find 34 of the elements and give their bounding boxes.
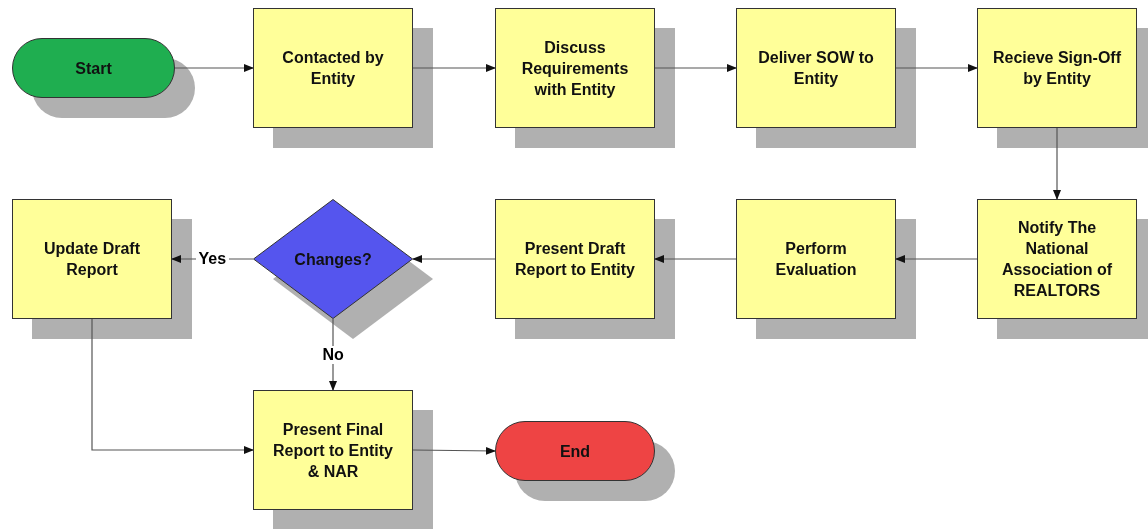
arrow: [412, 64, 496, 72]
node-label: Contacted by Entity: [281, 48, 385, 89]
process-box: [736, 199, 896, 319]
decision-diamond: [253, 199, 413, 319]
process-box: [977, 199, 1137, 319]
process-box: [495, 199, 655, 319]
process-box: [977, 8, 1137, 128]
arrow: [412, 446, 496, 455]
node-label: Changes?: [293, 249, 373, 270]
arrow: [1053, 127, 1061, 200]
process-box: [12, 199, 172, 319]
process-box: [736, 8, 896, 128]
node-label: Recieve Sign-Off by Entity: [992, 48, 1122, 89]
process-box: [495, 8, 655, 128]
start-terminal: [12, 38, 175, 98]
node-label: Start: [74, 58, 113, 79]
arrow: [654, 255, 737, 263]
node-label: Present Draft Report to Entity: [514, 239, 636, 280]
arrow: [412, 255, 496, 263]
end-terminal: [495, 421, 655, 481]
arrow: [654, 64, 737, 72]
node-label: Perform Evaluation: [774, 239, 858, 280]
process-box: [253, 8, 413, 128]
arrow: [895, 64, 978, 72]
node-label: Present Final Report to Entity & NAR: [272, 419, 394, 482]
node-label: Deliver SOW to Entity: [757, 48, 875, 89]
node-label: Notify The National Association of REALTORS: [1000, 218, 1114, 301]
arrow: [91, 318, 254, 454]
node-label: End: [558, 441, 592, 462]
arrow: [895, 255, 978, 263]
process-box: [253, 390, 413, 510]
arrow: [174, 64, 254, 72]
node-label: Update Draft Report: [43, 239, 141, 280]
node-label: Discuss Requirements with Entity: [520, 37, 630, 100]
